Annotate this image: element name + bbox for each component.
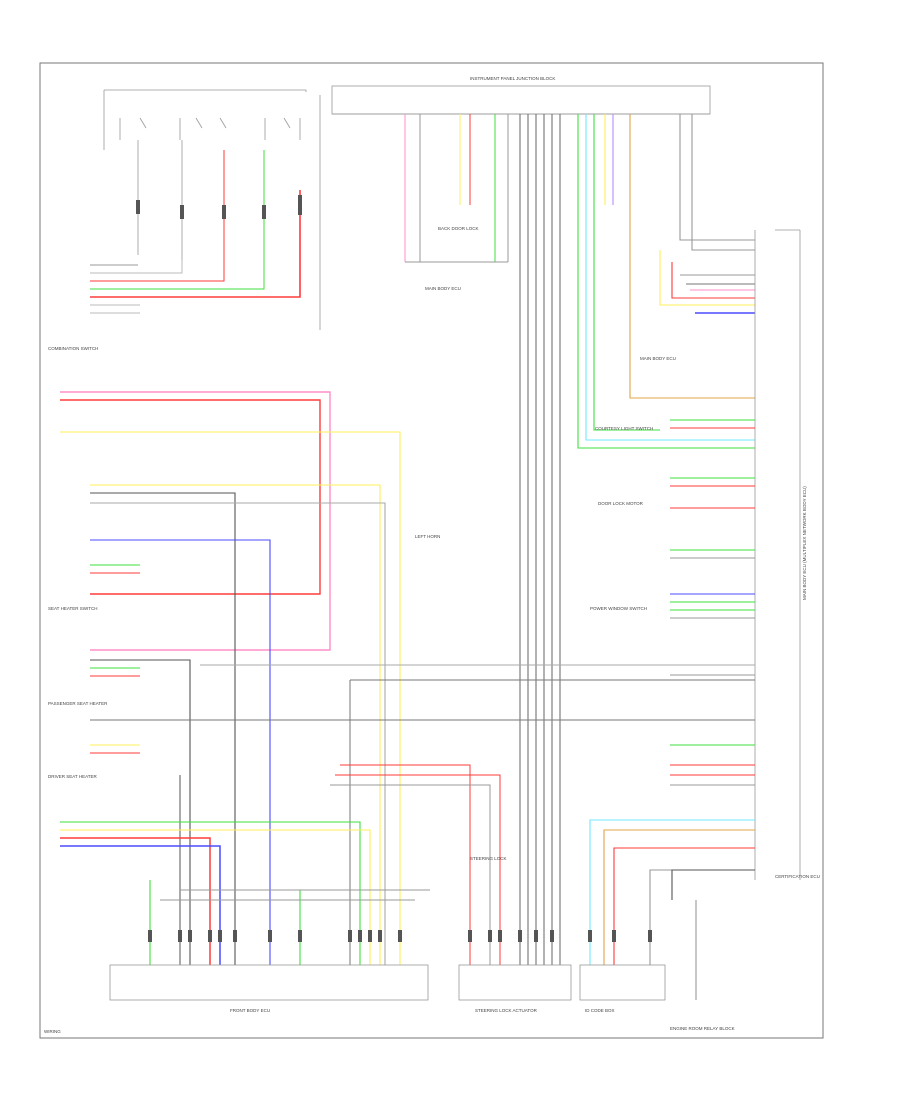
footer-label: WIRING [44, 1029, 61, 1034]
bottom-boxes [109, 964, 666, 1001]
left-seat-connectors [90, 564, 755, 754]
bottom-label-4: ENGINE ROOM RELAY BLOCK [670, 1026, 735, 1031]
combination-switch-box [103, 89, 321, 330]
right-top-connectors [659, 250, 755, 314]
relay-block-top [331, 85, 711, 115]
left-joint-top: INSTRUMENT PANEL JUNCTION BLOCK [470, 76, 555, 81]
bottom-connector-pins [148, 930, 652, 942]
left-label-2: SEAT HEATER SWITCH [48, 606, 98, 611]
center-label-1: BACK DOOR LOCK [438, 226, 479, 231]
center-label-2: MAIN BODY ECU [425, 286, 461, 291]
relay-lines-top [404, 114, 509, 263]
center-mid-lines [179, 664, 755, 965]
right-side-stubs [670, 419, 755, 786]
right-label-2: COURTESY LIGHT SWITCH [595, 426, 653, 431]
right-top-harness [577, 114, 755, 449]
bottom-label-3: ID CODE BOX [585, 1008, 615, 1013]
right-label-3: DOOR LOCK MOTOR [598, 501, 644, 506]
left-label-1: COMBINATION SWITCH [48, 346, 98, 351]
diagram-border [39, 62, 824, 1039]
bottom-label-2: STEERING LOCK ACTUATOR [475, 1008, 538, 1013]
center-bundle [519, 114, 561, 965]
bottom-right-lines [589, 819, 755, 1000]
vertical-right-label: MAIN BODY ECU (MULTIPLEX NETWORK BODY EC… [802, 486, 807, 600]
center-label-3: LEFT HORN [415, 534, 440, 539]
right-label-5: CERTIFICATION ECU [775, 874, 820, 879]
bottom-label-1: FRONT BODY ECU [230, 1008, 270, 1013]
harness-top-left [90, 150, 301, 314]
right-label-1: MAIN BODY ECU [640, 356, 676, 361]
right-connector-column [754, 229, 801, 880]
right-label-4: POWER WINDOW SWITCH [590, 606, 647, 611]
center-label-4: STEERING LOCK [470, 856, 507, 861]
left-label-3: PASSENGER SEAT HEATER [48, 701, 108, 706]
bottom-left-bundle [60, 821, 430, 965]
left-harness [60, 391, 401, 965]
left-label-4: DRIVER SEAT HEATER [48, 774, 98, 779]
connector-ticks-top-left [136, 195, 302, 219]
